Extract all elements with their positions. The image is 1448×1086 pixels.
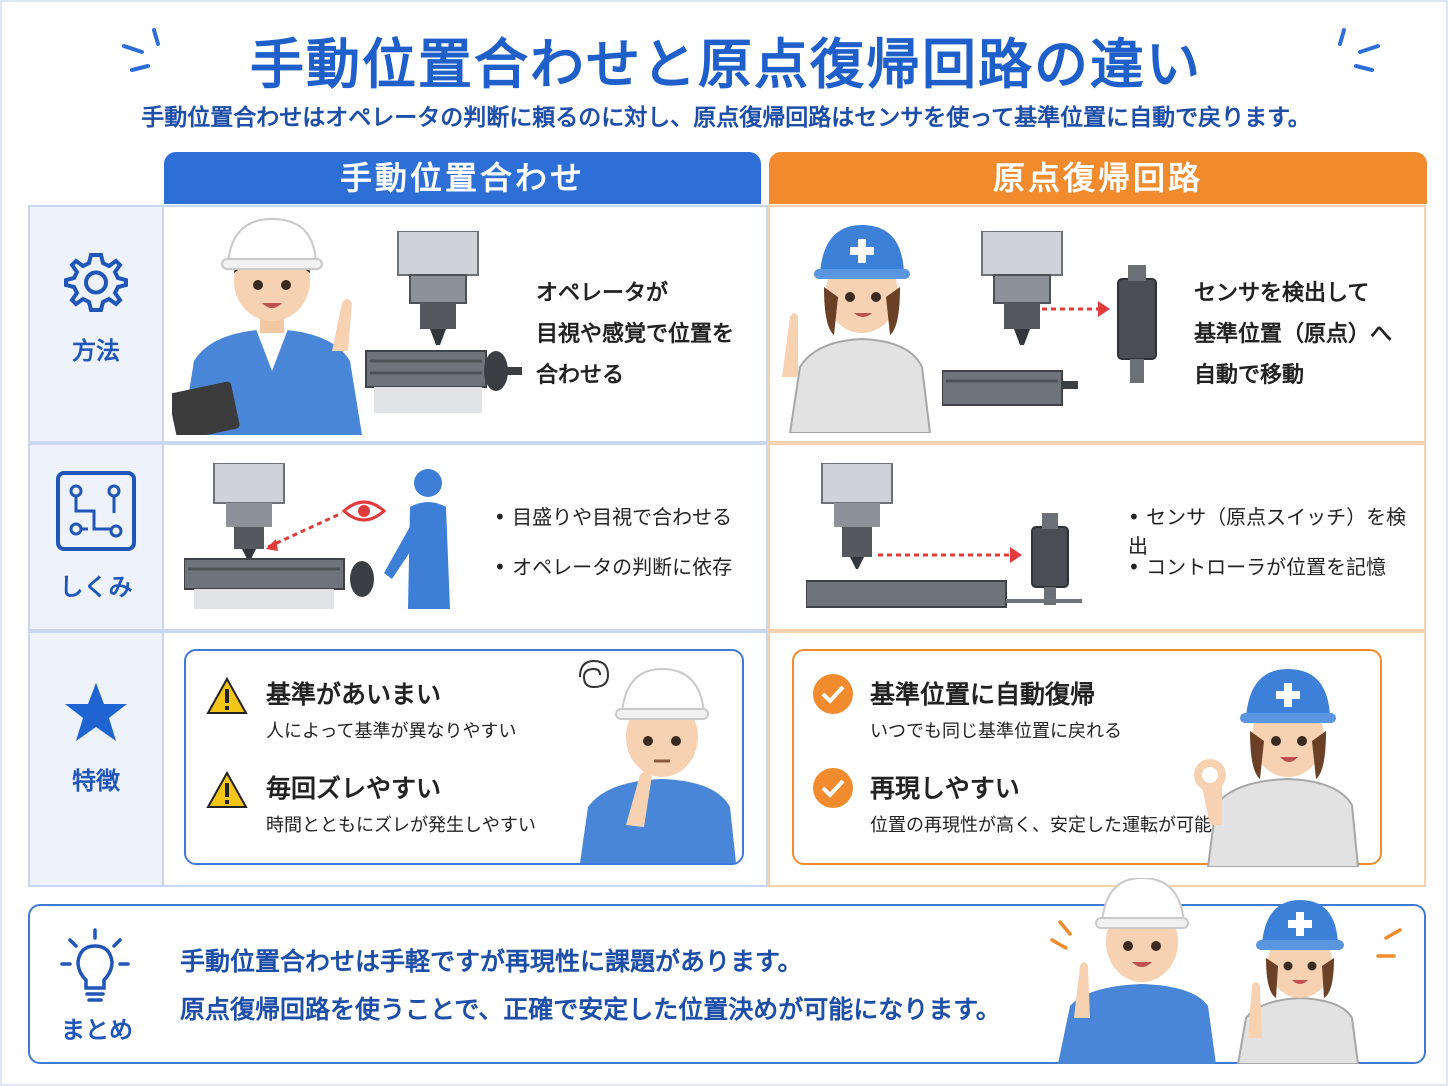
cell-features-manual: 基準があいまい 人によって基準が異なりやすい 毎回ズレやすい 時間とともにズレが… — [164, 631, 768, 887]
cell-features-homing: 基準位置に自動復帰 いつでも同じ基準位置に戻れる 再現しやすい 位置の再現性が高… — [768, 631, 1426, 887]
check-circle-icon — [813, 768, 853, 808]
spark-left-decoration — [122, 28, 160, 72]
male-worker-illustration — [172, 217, 362, 435]
summary-line: 手動位置合わせは手軽ですが再現性に課題があります。 — [180, 947, 803, 976]
homing-feature-detail: 位置の再現性が高く、安定した運転が可能 — [870, 815, 1212, 836]
method-manual-line: 目視や感覚で位置を — [536, 322, 735, 347]
method-manual-desc: オペレータが 目視や感覚で位置を 合わせる — [536, 273, 734, 396]
thinking-worker-illustration — [579, 659, 736, 863]
summary-label: まとめ — [61, 1016, 133, 1044]
method-homing-line: 基準位置（原点）へ — [1194, 322, 1393, 347]
column-header-manual: 手動位置合わせ — [164, 152, 761, 204]
spark-decoration — [1050, 920, 1402, 958]
spark-right-decoration — [1338, 28, 1380, 72]
method-homing-line: 自動で移動 — [1194, 363, 1305, 388]
warning-icon — [206, 677, 248, 714]
milling-machine-illustration — [365, 231, 522, 413]
star-icon — [65, 683, 127, 741]
method-homing-line: センサを検出して — [1194, 281, 1370, 306]
row-label-method: 方法 — [28, 205, 164, 443]
circuit-icon — [56, 471, 136, 551]
cell-method-homing: センサを検出して 基準位置（原点）へ 自動で移動 — [768, 205, 1426, 443]
method-homing-desc: センサを検出して 基準位置（原点）へ 自動で移動 — [1194, 273, 1392, 396]
female-worker-illustration — [782, 225, 932, 433]
manual-features-box: 基準があいまい 人によって基準が異なりやすい 毎回ズレやすい 時間とともにズレが… — [184, 649, 744, 865]
lightbulb-icon — [60, 928, 130, 1002]
warning-icon — [206, 771, 248, 808]
column-header-homing: 原点復帰回路 — [769, 152, 1427, 204]
mechanism-manual-bullet: • オペレータの判断に依存 — [494, 555, 733, 579]
cell-mechanism-manual: • 目盛りや目視で合わせる • オペレータの判断に依存 — [164, 443, 768, 631]
mechanism-homing-bullet: • コントローラが位置を記憶 — [1128, 555, 1387, 579]
cell-mechanism-homing: • センサ（原点スイッチ）を検出 • コントローラが位置を記憶 — [768, 443, 1426, 631]
method-manual-line: 合わせる — [536, 363, 625, 388]
mechanism-manual-bullet: • 目盛りや目視で合わせる — [494, 505, 733, 529]
comparison-table: 方法 — [28, 205, 1426, 887]
gear-icon — [64, 253, 128, 312]
thinking-swirl-icon — [579, 659, 610, 689]
manual-feature-detail: 時間とともにズレが発生しやすい — [266, 815, 536, 836]
page-title: 手動位置合わせと原点復帰回路の違い — [250, 33, 1202, 96]
homing-feature-heading: 基準位置に自動復帰 — [870, 680, 1096, 709]
mechanism-homing-bullet: • センサ（原点スイッチ）を検出 — [1128, 505, 1407, 558]
two-workers-illustration — [1050, 878, 1402, 1064]
row-label-mechanism-text: しくみ — [59, 573, 133, 601]
row-label-features: 特徴 — [28, 631, 164, 887]
eye-icon — [341, 500, 387, 522]
method-manual-line: オペレータが — [536, 281, 669, 306]
homing-sensor-illustration — [806, 463, 1082, 608]
manual-alignment-illustration — [184, 463, 450, 609]
manual-feature-heading: 毎回ズレやすい — [266, 774, 442, 803]
row-label-mechanism: しくみ — [28, 443, 164, 631]
ok-gesture-worker-illustration — [1194, 669, 1360, 867]
homing-feature-detail: いつでも同じ基準位置に戻れる — [870, 721, 1122, 742]
page-subtitle: 手動位置合わせはオペレータの判断に頼るのに対し、原点復帰回路はセンサを使って基準… — [141, 105, 1311, 131]
homing-feature-heading: 再現しやすい — [870, 774, 1020, 803]
row-label-method-text: 方法 — [72, 337, 120, 365]
homing-machine-illustration — [942, 231, 1157, 406]
manual-feature-detail: 人によって基準が異なりやすい — [266, 721, 517, 742]
manual-feature-heading: 基準があいまい — [266, 680, 442, 709]
cell-method-manual: オペレータが 目視や感覚で位置を 合わせる — [164, 205, 768, 443]
row-label-features-text: 特徴 — [72, 767, 120, 795]
check-circle-icon — [813, 674, 853, 714]
summary-box: まとめ 手動位置合わせは手軽ですが再現性に課題があります。 原点復帰回路を使うこ… — [28, 878, 1426, 1064]
summary-line: 原点復帰回路を使うことで、正確で安定した位置決めが可能になります。 — [180, 995, 1001, 1024]
